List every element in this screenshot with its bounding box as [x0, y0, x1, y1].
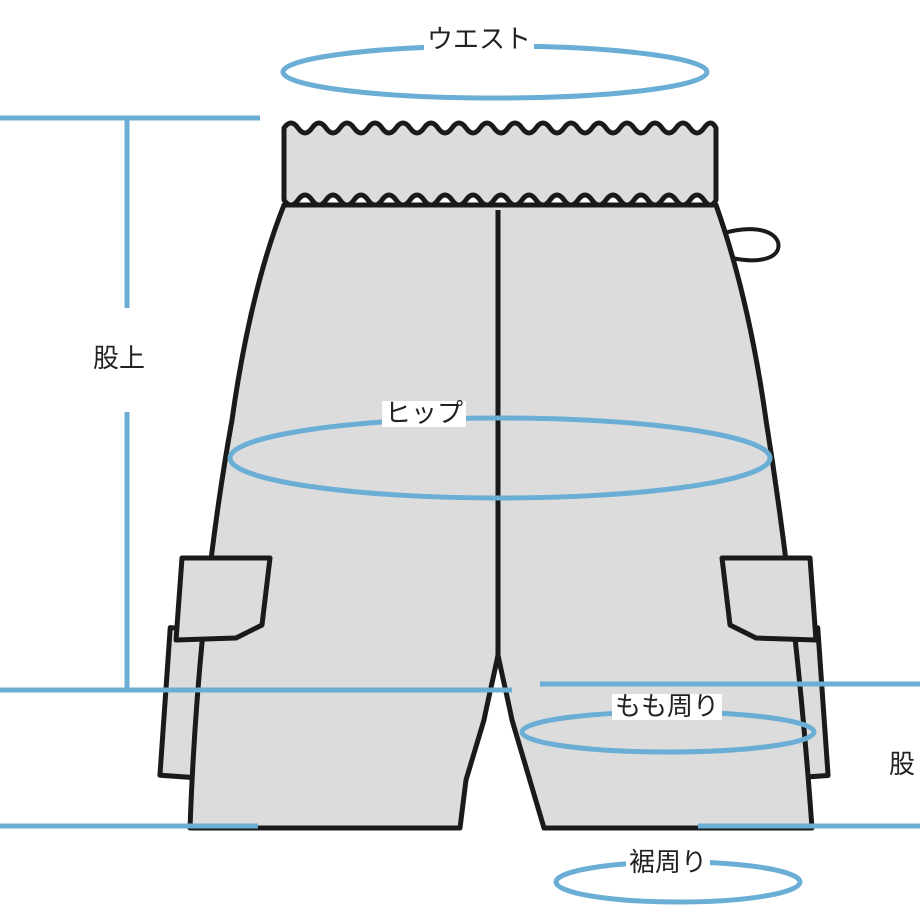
thigh-label: もも周り [612, 694, 723, 720]
drawstring-loop [715, 227, 781, 263]
shorts-illustration [157, 120, 831, 831]
hip-ellipse [227, 415, 773, 501]
rise-label: 股上 [93, 344, 146, 374]
shorts-body [187, 202, 815, 831]
waistband [281, 120, 719, 208]
hip-label: ヒップ [382, 401, 467, 427]
waist-label: ウエスト [424, 27, 535, 53]
inseam-label: 股 [889, 750, 916, 780]
right-pocket-flap [719, 555, 819, 643]
hem-label: 裾周り [626, 850, 711, 876]
left-pocket-flap [173, 555, 273, 643]
